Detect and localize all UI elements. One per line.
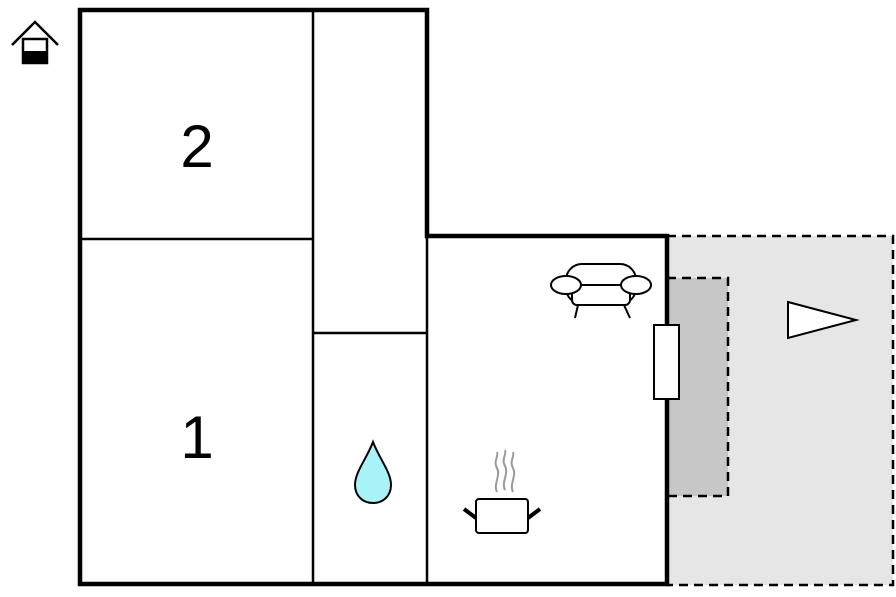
sofa-icon xyxy=(550,263,652,319)
house-entrance-icon xyxy=(11,20,59,65)
terrace-door xyxy=(653,324,680,400)
outer-wall xyxy=(77,7,670,587)
room-2-label: 2 xyxy=(180,113,213,180)
triangle-flag-icon xyxy=(787,300,860,340)
cooking-pot-icon xyxy=(462,449,542,534)
water-drop-icon xyxy=(353,439,393,505)
room-1-label: 1 xyxy=(180,404,213,471)
